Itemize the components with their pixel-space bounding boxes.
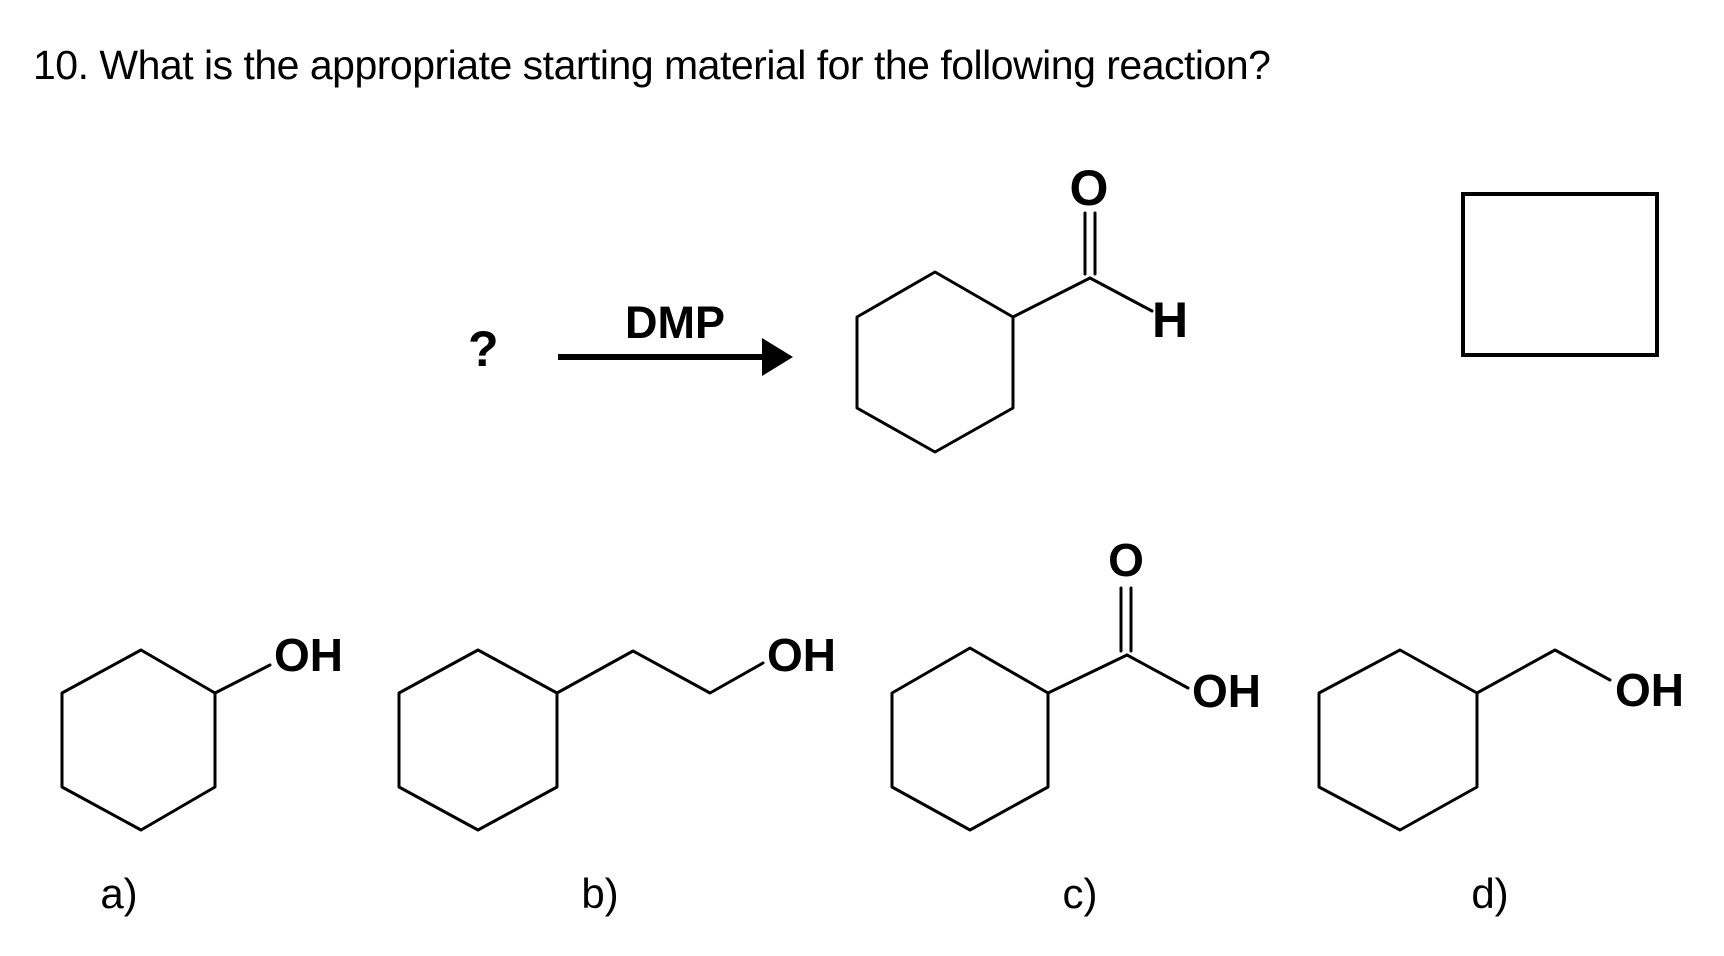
carbonyl-oxygen-label: O: [1070, 160, 1109, 216]
ethyl-chain-to-oh-bonds: [555, 649, 765, 695]
cyclohexane-ring: [890, 646, 1050, 832]
option-a-structure-cyclohexanol: OH: [60, 629, 343, 832]
carbonyl-to-h-bond: [1088, 276, 1154, 313]
arrow-head-icon: [762, 338, 793, 376]
aldehyde-hydrogen-label: H: [1152, 292, 1188, 348]
cyclohexane-ring: [855, 270, 1015, 454]
hydroxyl-label: OH: [1192, 665, 1261, 717]
option-b-structure-cyclohexylethanol: OH: [397, 629, 836, 832]
ring-to-carbonyl-bond: [1011, 276, 1092, 319]
cyclohexane-ring: [1317, 648, 1479, 832]
ring-to-oh-bond: [213, 663, 272, 695]
hydroxyl-label: OH: [767, 629, 836, 681]
answer-box[interactable]: [1461, 192, 1659, 357]
cyclohexane-ring: [397, 648, 559, 832]
option-d-structure-cyclohexylmethanol: OH: [1317, 648, 1684, 832]
option-a-label: a): [100, 870, 138, 917]
option-b-label: b): [581, 870, 619, 917]
option-c-structure-cyclohexanecarboxylic-acid: O OH: [890, 534, 1261, 832]
unknown-reactant-placeholder: ?: [468, 321, 499, 377]
methylene-to-oh-bonds: [1475, 648, 1612, 695]
ring-to-carbonyl-bond: [1046, 653, 1129, 695]
hydroxyl-label: OH: [274, 629, 343, 681]
option-d-label: d): [1471, 870, 1509, 917]
reaction-arrow: [558, 338, 793, 376]
question-title: 10. What is the appropriate starting mat…: [33, 42, 1271, 88]
cyclohexane-ring: [60, 648, 217, 832]
carbonyl-to-oh-bond: [1125, 653, 1190, 690]
carbonyl-oxygen-label: O: [1108, 534, 1144, 586]
product-structure-cyclohexanecarbaldehyde: O H: [855, 160, 1188, 454]
hydroxyl-label: OH: [1615, 664, 1684, 716]
option-c-label: c): [1062, 870, 1098, 917]
reagent-label-dmp: DMP: [625, 297, 725, 348]
